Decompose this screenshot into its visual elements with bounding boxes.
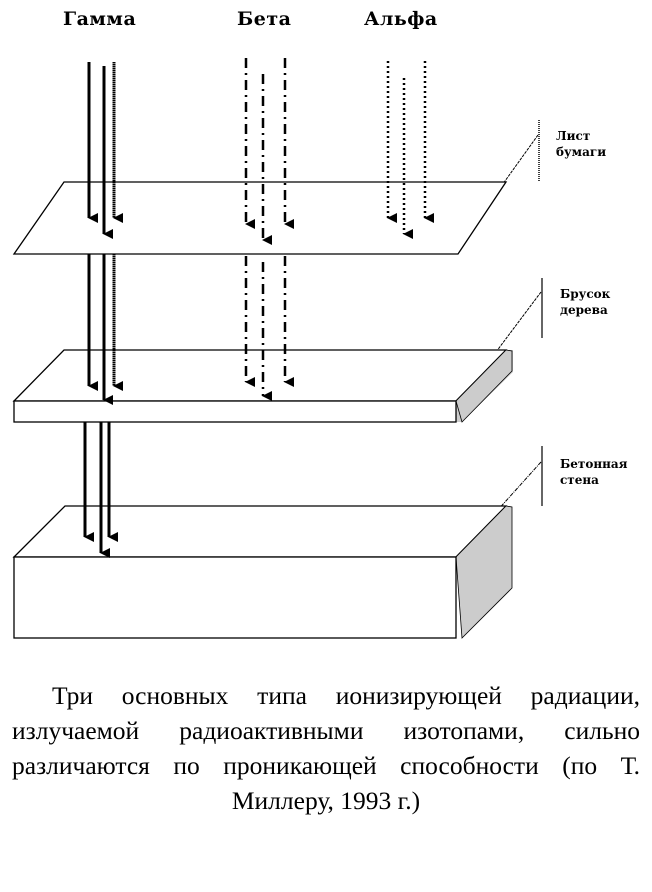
concrete-wall-top [12, 505, 508, 558]
concrete-label-pointer [495, 461, 542, 513]
wood-label-line2: дерева [560, 303, 608, 317]
concrete-label: Бетонная стена [560, 456, 628, 488]
concrete-wall [12, 505, 513, 639]
wood-block-front [13, 400, 457, 423]
wood-block [12, 349, 513, 423]
paper-label-line1: Лист [556, 129, 591, 143]
paper-sheet [12, 181, 508, 255]
wood-label: Брусок дерева [560, 286, 610, 318]
alpha-rays [386, 61, 434, 239]
gamma-label: Гамма [63, 8, 137, 30]
concrete-wall-front [13, 556, 457, 639]
paper-label-pointer [499, 134, 539, 189]
gamma-rays [83, 62, 123, 558]
figure-caption: Три основных типа ионизирующей радиации,… [12, 681, 640, 815]
wood-label-line1: Брусок [560, 287, 611, 301]
beta-label: Бета [237, 8, 292, 30]
alpha-label: Альфа [364, 8, 438, 30]
concrete-wall-side [455, 505, 513, 639]
wood-label-pointer [495, 291, 542, 353]
leader-lines [495, 120, 543, 513]
paper-label: Лист бумаги [556, 128, 606, 160]
paper-sheet-surface [12, 181, 508, 255]
beta-rays [244, 58, 294, 401]
wood-block-side-outline [455, 349, 513, 423]
penetration-diagram [12, 58, 543, 639]
paper-label-line2: бумаги [556, 145, 607, 159]
concrete-label-line1: Бетонная [560, 457, 628, 471]
concrete-label-line2: стена [560, 473, 599, 487]
